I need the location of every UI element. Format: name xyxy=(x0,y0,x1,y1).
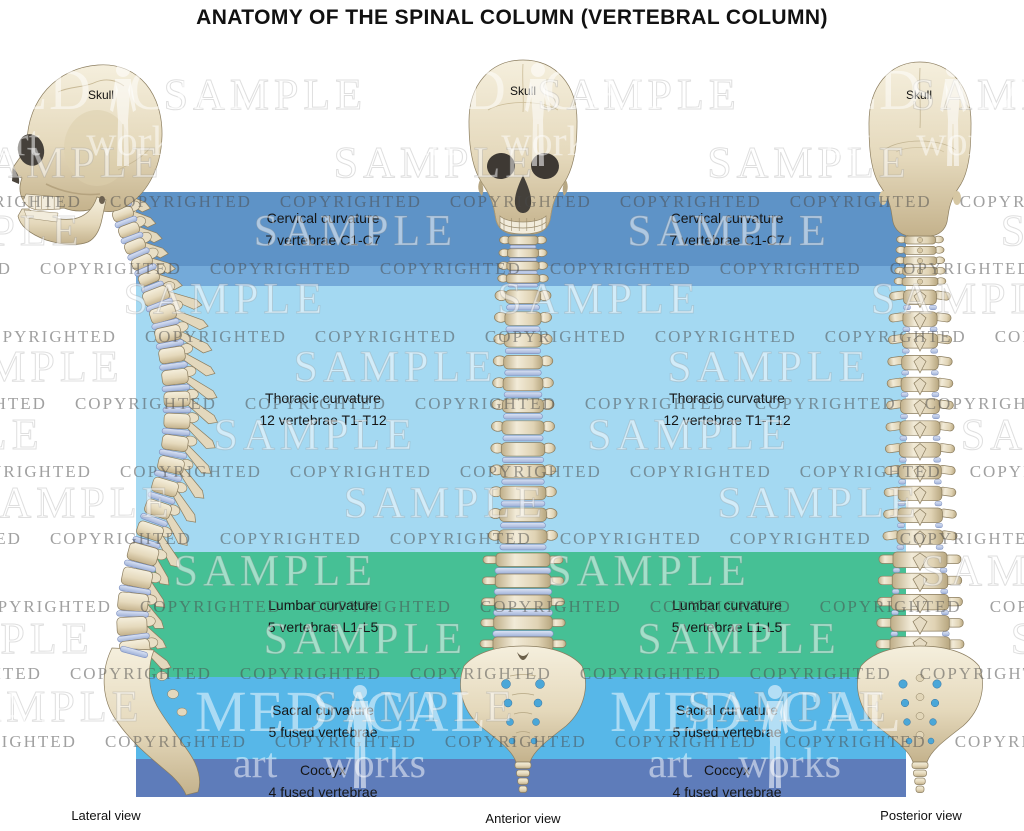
view-label-lateral: Lateral view xyxy=(71,808,141,823)
lateral-view-illustration xyxy=(11,64,219,796)
anterior-view-illustration xyxy=(460,59,586,793)
posterior-view-illustration xyxy=(857,61,983,793)
page-title: ANATOMY OF THE SPINAL COLUMN (VERTEBRAL … xyxy=(196,6,828,29)
skull-label-lateral: Skull xyxy=(87,88,114,102)
view-label-anterior: Anterior view xyxy=(485,811,561,826)
view-label-posterior: Posterior view xyxy=(880,808,962,823)
skull-label-posterior: Skull xyxy=(905,88,932,102)
skull-label-anterior: Skull xyxy=(509,84,536,98)
